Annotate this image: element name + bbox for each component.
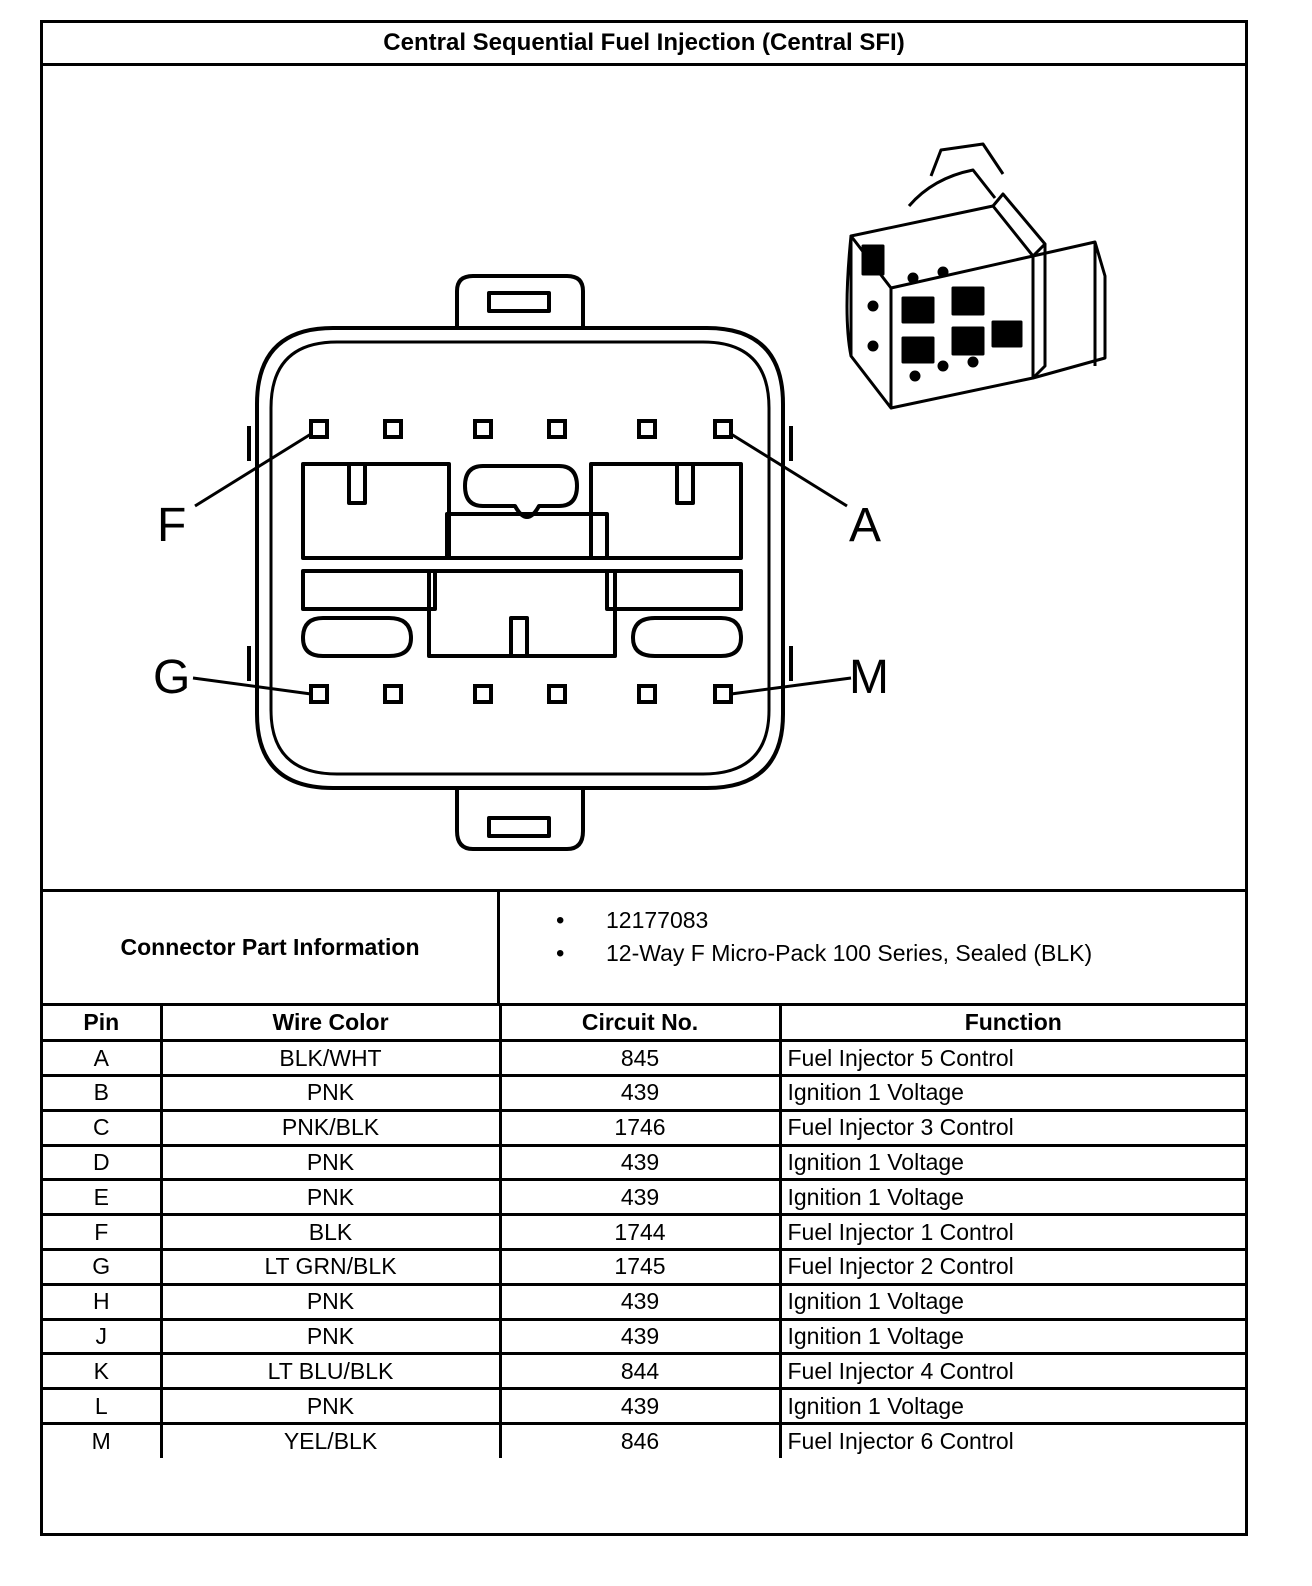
header-pin: Pin (43, 1006, 163, 1043)
cell-function: Ignition 1 Voltage (778, 1317, 1245, 1356)
pin-label-f: F (157, 499, 186, 552)
cell-wire-color: LT GRN/BLK (159, 1248, 502, 1286)
cell-pin: H (43, 1282, 163, 1321)
cell-circuit-no: 439 (498, 1074, 782, 1112)
cell-function: Ignition 1 Voltage (778, 1282, 1245, 1321)
connector-info-list: 12177083 12-Way F Micro-Pack 100 Series,… (548, 904, 1092, 970)
top-latch (455, 274, 585, 328)
cell-circuit-no: 846 (498, 1422, 782, 1459)
header-wire-color: Wire Color (159, 1006, 502, 1043)
oval-lower-left (301, 616, 413, 658)
header-function: Function (778, 1006, 1245, 1043)
bottom-latch (455, 788, 585, 851)
cell-pin: F (43, 1213, 163, 1252)
cell-circuit-no: 439 (498, 1387, 782, 1426)
cell-function: Fuel Injector 5 Control (778, 1039, 1245, 1078)
cell-function: Ignition 1 Voltage (778, 1143, 1245, 1182)
cell-pin: J (43, 1317, 163, 1356)
cell-wire-color: BLK/WHT (159, 1039, 502, 1078)
connector-3d-view (845, 142, 1107, 410)
cell-wire-color: PNK (159, 1143, 502, 1182)
page-title: Central Sequential Fuel Injection (Centr… (43, 23, 1245, 66)
cell-wire-color: LT BLU/BLK (159, 1352, 502, 1391)
cell-circuit-no: 1744 (498, 1213, 782, 1252)
cavity-block-lower-center (427, 569, 617, 658)
cell-pin: E (43, 1178, 163, 1217)
cell-wire-color: BLK (159, 1213, 502, 1252)
cell-circuit-no: 845 (498, 1039, 782, 1078)
oval-lower-right (631, 616, 743, 658)
connector-description: 12-Way F Micro-Pack 100 Series, Sealed (… (548, 937, 1092, 970)
cell-pin: B (43, 1074, 163, 1112)
connector-part-number: 12177083 (548, 904, 1092, 937)
pin-row-bottom (309, 684, 733, 704)
connector-inner-housing (269, 340, 771, 776)
connector-sheet: Central Sequential Fuel Injection (Centr… (40, 20, 1248, 1536)
cell-function: Fuel Injector 4 Control (778, 1352, 1245, 1391)
connector-outer-housing (255, 326, 785, 790)
top-latch-slot (487, 291, 551, 313)
cell-function: Ignition 1 Voltage (778, 1074, 1245, 1112)
cell-circuit-no: 1746 (498, 1108, 782, 1147)
pin-label-a: A (849, 499, 881, 552)
cell-wire-color: PNK (159, 1387, 502, 1426)
cell-wire-color: PNK (159, 1317, 502, 1356)
connector-info-label: Connector Part Information (43, 892, 500, 1003)
cell-wire-color: PNK (159, 1178, 502, 1217)
cell-pin: L (43, 1387, 163, 1426)
pin-row-top (309, 419, 733, 439)
cavity-block-lower-left (301, 569, 437, 611)
table-header-row: Pin Wire Color Circuit No. Function (43, 1006, 1245, 1043)
cell-function: Ignition 1 Voltage (778, 1178, 1245, 1217)
header-circuit-no: Circuit No. (498, 1006, 782, 1043)
cell-circuit-no: 439 (498, 1317, 782, 1356)
cell-pin: G (43, 1248, 163, 1286)
cell-pin: M (43, 1422, 163, 1459)
cell-wire-color: PNK (159, 1282, 502, 1321)
pin-label-g: G (153, 651, 190, 704)
cavity-block-upper-left (301, 462, 451, 560)
cell-function: Fuel Injector 6 Control (778, 1422, 1245, 1459)
cavity-block-lower-right (605, 569, 743, 611)
cavity-block-upper-center (445, 512, 609, 560)
cell-wire-color: PNK (159, 1074, 502, 1112)
cell-circuit-no: 844 (498, 1352, 782, 1391)
bottom-latch-slot (487, 816, 551, 838)
cell-pin: A (43, 1039, 163, 1078)
cell-circuit-no: 1745 (498, 1248, 782, 1286)
cell-pin: C (43, 1108, 163, 1147)
cell-circuit-no: 439 (498, 1282, 782, 1321)
cell-function: Ignition 1 Voltage (778, 1387, 1245, 1426)
cell-function: Fuel Injector 1 Control (778, 1213, 1245, 1252)
cell-circuit-no: 439 (498, 1143, 782, 1182)
cell-wire-color: YEL/BLK (159, 1422, 502, 1459)
connector-diagram: F A G M (43, 66, 1245, 889)
connector-face-drawing: F A G M (153, 142, 1107, 851)
cell-pin: D (43, 1143, 163, 1182)
connector-part-information: Connector Part Information 12177083 12-W… (43, 889, 1245, 1006)
oval-upper-center (463, 464, 579, 519)
cell-function: Fuel Injector 2 Control (778, 1248, 1245, 1286)
cell-pin: K (43, 1352, 163, 1391)
cell-function: Fuel Injector 3 Control (778, 1108, 1245, 1147)
pin-label-m: M (849, 651, 889, 704)
cavity-block-upper-right (589, 462, 743, 560)
cell-circuit-no: 439 (498, 1178, 782, 1217)
cell-wire-color: PNK/BLK (159, 1108, 502, 1147)
